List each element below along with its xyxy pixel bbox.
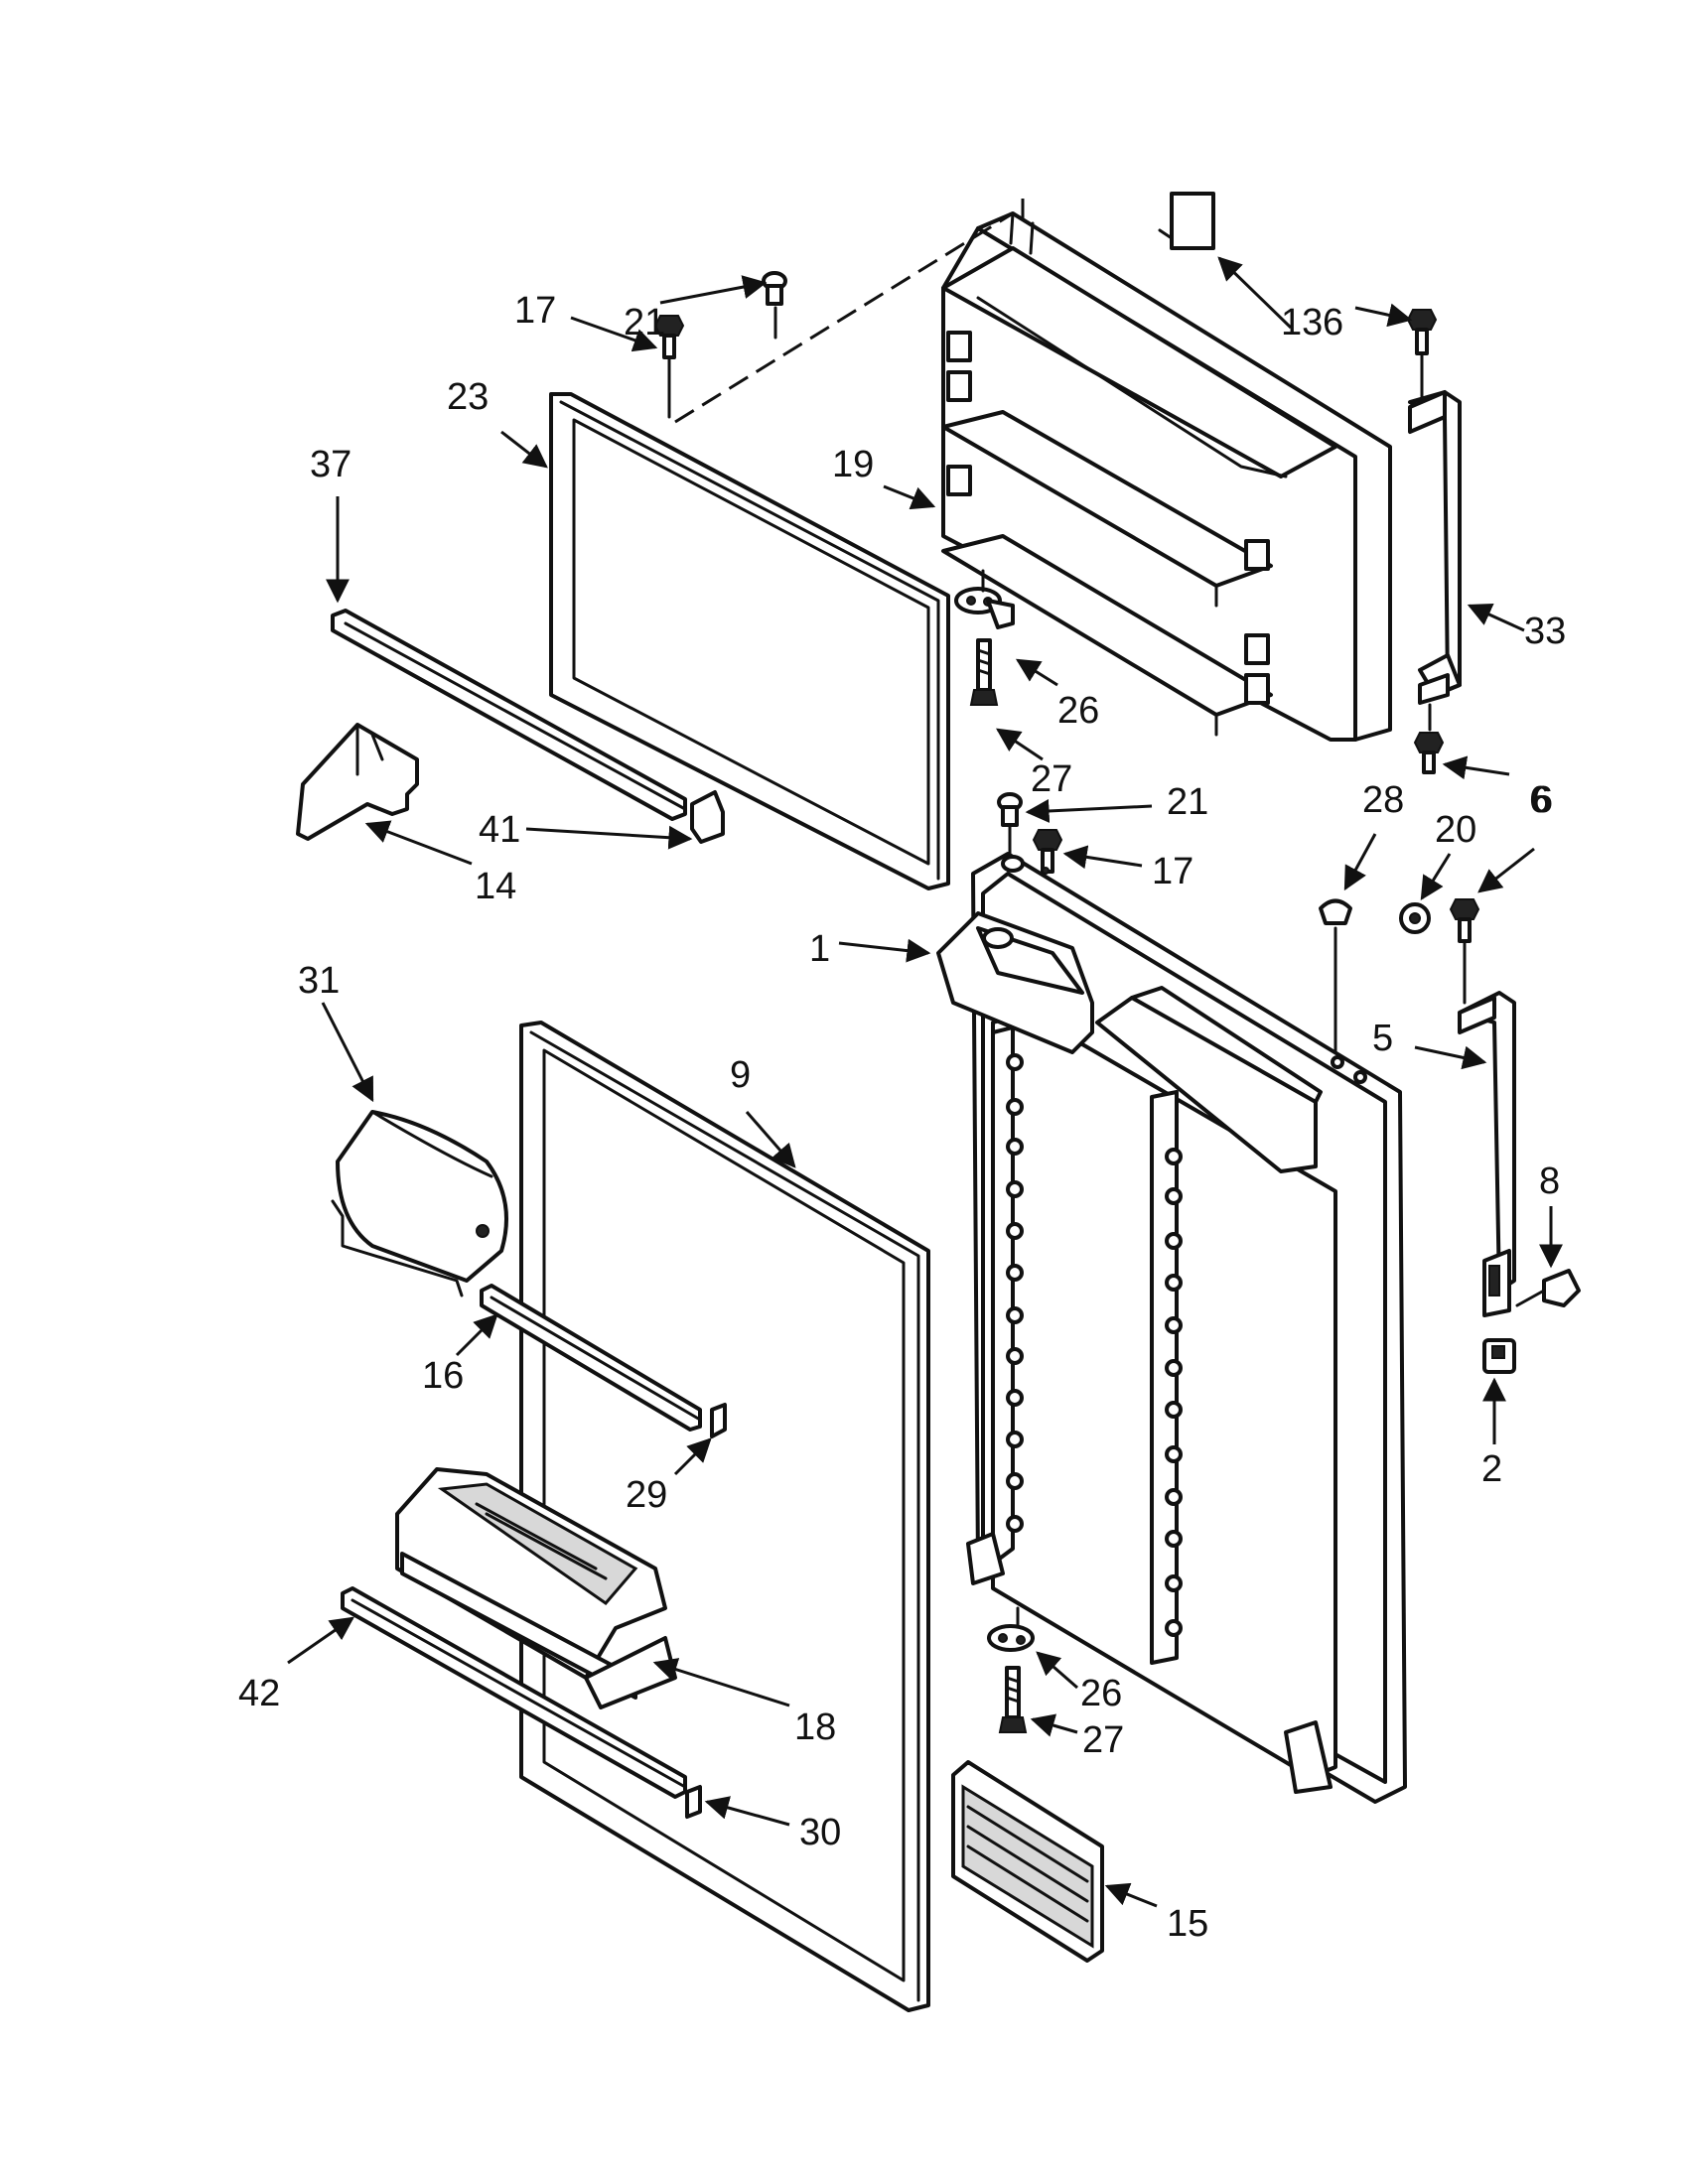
leader-20	[1420, 853, 1452, 901]
callout-27-lower: 27	[1082, 1719, 1124, 1761]
leader-6-middle	[1477, 847, 1535, 893]
part-18-door-bin	[395, 1467, 677, 1709]
callout-18: 18	[794, 1706, 836, 1748]
callout-15: 15	[1167, 1903, 1208, 1945]
callout-8: 8	[1539, 1160, 1560, 1202]
leader-27-lower	[1030, 1713, 1078, 1737]
leader-1	[838, 938, 931, 963]
callout-1: 1	[809, 928, 830, 970]
callout-29: 29	[626, 1474, 667, 1516]
callout-37: 37	[310, 444, 351, 485]
part-41-end-cap	[690, 790, 725, 844]
part-9-fresh-food-gasket	[519, 1021, 930, 2012]
part-27-screw-lower	[998, 1666, 1028, 1733]
part-6-screw-top	[1406, 309, 1438, 404]
leader-42	[287, 1616, 354, 1665]
callout-31: 31	[298, 960, 340, 1002]
callout-6-middle: 6	[1532, 779, 1553, 821]
leader-16	[455, 1313, 498, 1357]
part-8-screw	[1515, 1269, 1581, 1307]
part-6-screw-middle	[1449, 898, 1480, 1005]
callout-13: 13	[1281, 302, 1323, 343]
leader-14	[364, 820, 473, 866]
leader-30	[704, 1796, 790, 1827]
part-17-screw-middle	[1032, 829, 1063, 874]
part-17-screw-top	[653, 315, 685, 419]
part-21-pin-middle	[997, 792, 1023, 856]
part-26-hinge-plate-lower	[987, 1606, 1035, 1652]
callout-6-lower-hinge: 6	[1529, 779, 1550, 821]
leader-31	[321, 1002, 374, 1103]
leader-6-lower-hinge	[1442, 755, 1510, 780]
callout-23: 23	[447, 376, 489, 418]
part-2-bushing	[1482, 1338, 1516, 1374]
part-19-hinge-dash	[674, 211, 1014, 424]
leader-9	[745, 1111, 796, 1168]
leader-41	[525, 825, 693, 850]
leader-15	[1104, 1882, 1158, 1908]
part-26-hinge-plate-upper	[954, 569, 1015, 629]
leader-33	[1467, 604, 1525, 632]
callout-16: 16	[422, 1355, 464, 1397]
part-16-bar	[480, 1284, 702, 1432]
leader-6-top	[1354, 303, 1413, 328]
callout-21-middle: 21	[1167, 781, 1208, 823]
callout-19: 19	[832, 444, 874, 485]
part-6-screw-lower-hinge	[1413, 732, 1445, 774]
part-28-plug	[1319, 898, 1352, 1074]
part-27-screw-upper	[969, 638, 999, 706]
leader-23	[500, 430, 548, 469]
part-5-lower-hinge	[1458, 991, 1516, 1317]
leader-18	[652, 1658, 790, 1707]
callout-26-lower: 26	[1080, 1673, 1122, 1714]
callout-41: 41	[479, 809, 520, 851]
part-14-freezer-shelf	[296, 723, 419, 841]
part-30-clip	[685, 1785, 702, 1819]
part-15-panel	[951, 1760, 1104, 1963]
callout-26-upper: 26	[1057, 690, 1099, 732]
callout-9: 9	[730, 1054, 751, 1096]
part-29-clip	[710, 1403, 727, 1438]
part-1-fresh-food-door	[936, 852, 1407, 1804]
leader-28	[1343, 833, 1377, 891]
part-21-pin-top	[762, 271, 787, 340]
leader-21-middle	[1025, 798, 1153, 823]
leader-29	[673, 1437, 712, 1476]
leader-26-upper	[1015, 658, 1058, 687]
part-19-freezer-door	[941, 211, 1392, 742]
callout-21-top: 21	[624, 302, 665, 343]
leader-27-upper	[996, 728, 1044, 761]
leader-5	[1414, 1045, 1487, 1070]
part-20-cap	[1399, 902, 1431, 934]
callout-2: 2	[1481, 1448, 1502, 1490]
part-37-retainer-bar	[331, 609, 687, 821]
leader-19	[883, 484, 936, 510]
leader-21-top	[659, 275, 768, 305]
part-23-freezer-gasket	[549, 392, 950, 890]
leader-13	[1217, 256, 1293, 330]
callout-42: 42	[238, 1673, 280, 1714]
callout-14: 14	[475, 866, 516, 907]
part-31-dairy-door	[331, 1110, 508, 1297]
callout-6-top: 6	[1323, 302, 1343, 343]
leader-26-lower	[1036, 1651, 1078, 1690]
callout-33: 33	[1524, 611, 1566, 652]
part-13-label	[1158, 192, 1215, 250]
callout-17-middle: 17	[1152, 851, 1193, 892]
leader-17-middle	[1062, 845, 1143, 870]
callout-28: 28	[1362, 779, 1404, 821]
callout-17-top: 17	[514, 290, 556, 332]
callout-20: 20	[1435, 809, 1476, 851]
part-33-upper-hinge	[1408, 390, 1462, 732]
callout-27-upper: 27	[1031, 758, 1072, 800]
leader-17-top	[570, 316, 658, 352]
callout-30: 30	[799, 1812, 841, 1853]
callout-5: 5	[1372, 1018, 1393, 1059]
